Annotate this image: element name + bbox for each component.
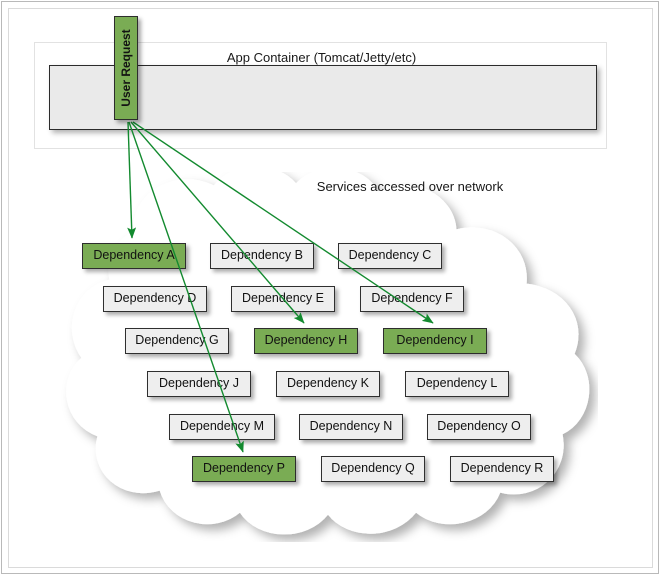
app-container-bar (49, 65, 597, 130)
dependency-node-i[interactable]: Dependency I (383, 328, 487, 354)
dependency-node-d[interactable]: Dependency D (103, 286, 207, 312)
dependency-node-m[interactable]: Dependency M (169, 414, 275, 440)
dependency-node-r[interactable]: Dependency R (450, 456, 554, 482)
dependency-node-f[interactable]: Dependency F (360, 286, 464, 312)
cloud-label: Services accessed over network (316, 179, 504, 194)
dependency-node-j[interactable]: Dependency J (147, 371, 251, 397)
dependency-node-h[interactable]: Dependency H (254, 328, 358, 354)
network-cloud (18, 172, 598, 542)
dependency-node-n[interactable]: Dependency N (299, 414, 403, 440)
app-container-title: App Container (Tomcat/Jetty/etc) (226, 50, 417, 65)
dependency-node-k[interactable]: Dependency K (276, 371, 380, 397)
dependency-node-l[interactable]: Dependency L (405, 371, 509, 397)
dependency-node-q[interactable]: Dependency Q (321, 456, 425, 482)
dependency-node-g[interactable]: Dependency G (125, 328, 229, 354)
dependency-node-p[interactable]: Dependency P (192, 456, 296, 482)
dependency-node-o[interactable]: Dependency O (427, 414, 531, 440)
user-request-box[interactable]: User Request (114, 16, 138, 120)
dependency-node-a[interactable]: Dependency A (82, 243, 186, 269)
dependency-node-b[interactable]: Dependency B (210, 243, 314, 269)
dependency-node-c[interactable]: Dependency C (338, 243, 442, 269)
user-request-label: User Request (119, 29, 133, 107)
dependency-node-e[interactable]: Dependency E (231, 286, 335, 312)
